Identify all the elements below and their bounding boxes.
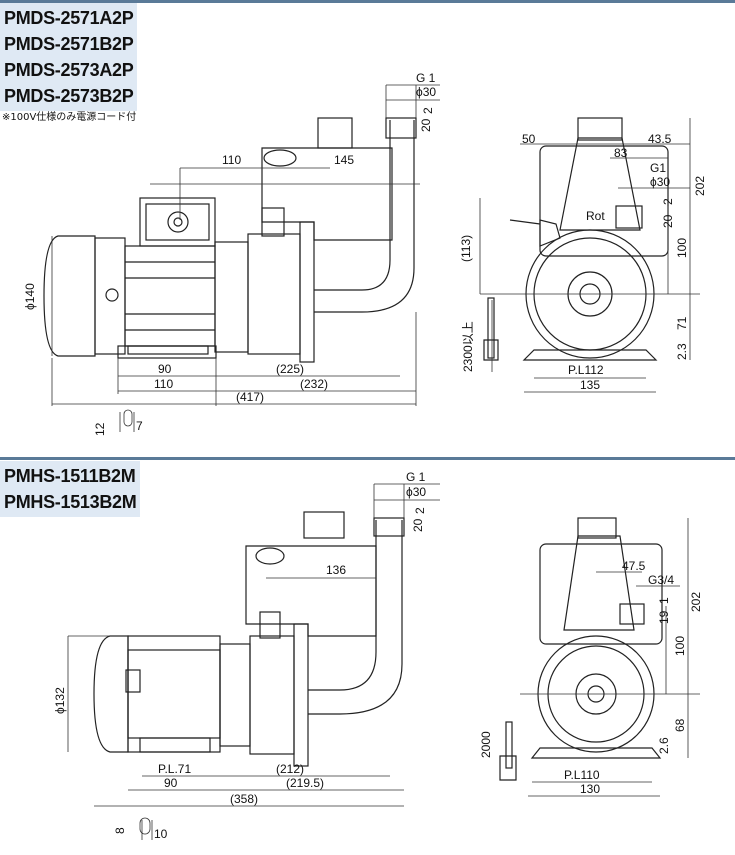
dim-label: 2300以上	[461, 321, 475, 372]
dim-label: 12	[93, 422, 107, 436]
model-name: PMHS-1513B2M	[4, 492, 137, 512]
dim-label: 2	[421, 107, 435, 114]
dim-label: (232)	[300, 377, 328, 391]
dim-label: ϕ132	[53, 687, 67, 714]
dim-label: 90	[164, 776, 178, 790]
dim-label: (417)	[236, 390, 264, 404]
dim-label: 20	[411, 518, 425, 532]
dim-label: (219.5)	[286, 776, 324, 790]
dim-label: G 1	[406, 470, 426, 484]
dim-label: 2000	[479, 731, 493, 758]
cord-note: ※100V仕様のみ電源コード付	[2, 112, 137, 123]
dim-label: 43.5	[648, 132, 672, 146]
dim-label: G1	[650, 161, 666, 175]
dim-label: (113)	[459, 235, 473, 262]
dim-label: ϕ30	[650, 175, 670, 189]
dim-label: 100	[675, 238, 689, 258]
dim-label: Rot	[586, 209, 605, 223]
dim-label: (212)	[276, 762, 304, 776]
model-name: PMDS-2571B2P	[4, 34, 134, 54]
dim-label: 7	[136, 419, 143, 433]
top-dimension-labels: G 1 ϕ30 20 2 110 145 ϕ140 90 (225) 110 (…	[23, 71, 707, 436]
dim-label: 110	[154, 377, 173, 391]
model-name: PMDS-2571A2P	[4, 8, 134, 28]
model-name: PMDS-2573B2P	[4, 86, 134, 106]
dim-label: 90	[158, 362, 172, 376]
dim-label: 50	[522, 132, 536, 146]
bottom-front-view-pump	[499, 517, 663, 781]
dim-label: 2.3	[675, 343, 689, 360]
top-divider-band	[0, 0, 735, 3]
dim-label: 110	[222, 153, 241, 167]
bottom-dimension-labels: G 1 ϕ30 20 2 136 ϕ132 P.L.71 (212) 90 (2…	[53, 470, 703, 841]
top-front-view-pump	[483, 117, 669, 361]
dim-label: 71	[675, 316, 689, 330]
dim-label: 19	[657, 610, 671, 624]
dim-label: G3/4	[648, 573, 674, 587]
dim-label: 1	[657, 597, 671, 604]
dim-label: 2	[413, 507, 427, 514]
dim-label: 2.6	[657, 737, 671, 754]
dim-label: 202	[693, 176, 707, 196]
dim-label: (225)	[276, 362, 304, 376]
dim-label: 136	[326, 563, 346, 577]
dim-label: 20	[661, 214, 675, 228]
dim-label: ϕ30	[416, 85, 436, 99]
model-name: PMDS-2573A2P	[4, 60, 134, 80]
dim-label: P.L.71	[158, 762, 191, 776]
dim-label: 202	[689, 592, 703, 612]
section-divider-band	[0, 457, 735, 460]
dim-label: 8	[113, 827, 127, 834]
dim-label: 83	[614, 146, 628, 160]
dim-label: P.L112	[568, 363, 604, 377]
bottom-side-view-pump	[93, 511, 405, 767]
dim-label: G 1	[416, 71, 436, 85]
dim-label: 47.5	[622, 559, 646, 573]
dim-label: 135	[580, 378, 600, 392]
dim-label: 68	[673, 718, 687, 732]
dim-label: (358)	[230, 792, 258, 806]
bottom-model-list: PMHS-1511B2M PMHS-1513B2M	[0, 461, 141, 517]
top-model-list: PMDS-2571A2P PMDS-2571B2P PMDS-2573A2P P…	[0, 3, 138, 111]
dimension-lines	[51, 84, 700, 840]
dim-label: 145	[334, 153, 354, 167]
dim-label: ϕ30	[406, 485, 426, 499]
dim-label: 10	[154, 827, 168, 841]
dim-label: ϕ140	[23, 283, 37, 310]
dim-label: P.L110	[564, 768, 600, 782]
dim-label: 2	[661, 198, 675, 205]
model-name: PMHS-1511B2M	[4, 466, 136, 486]
dim-label: 20	[419, 118, 433, 132]
dim-label: 100	[673, 636, 687, 656]
dim-label: 130	[580, 782, 600, 796]
top-side-view-pump	[43, 117, 417, 363]
